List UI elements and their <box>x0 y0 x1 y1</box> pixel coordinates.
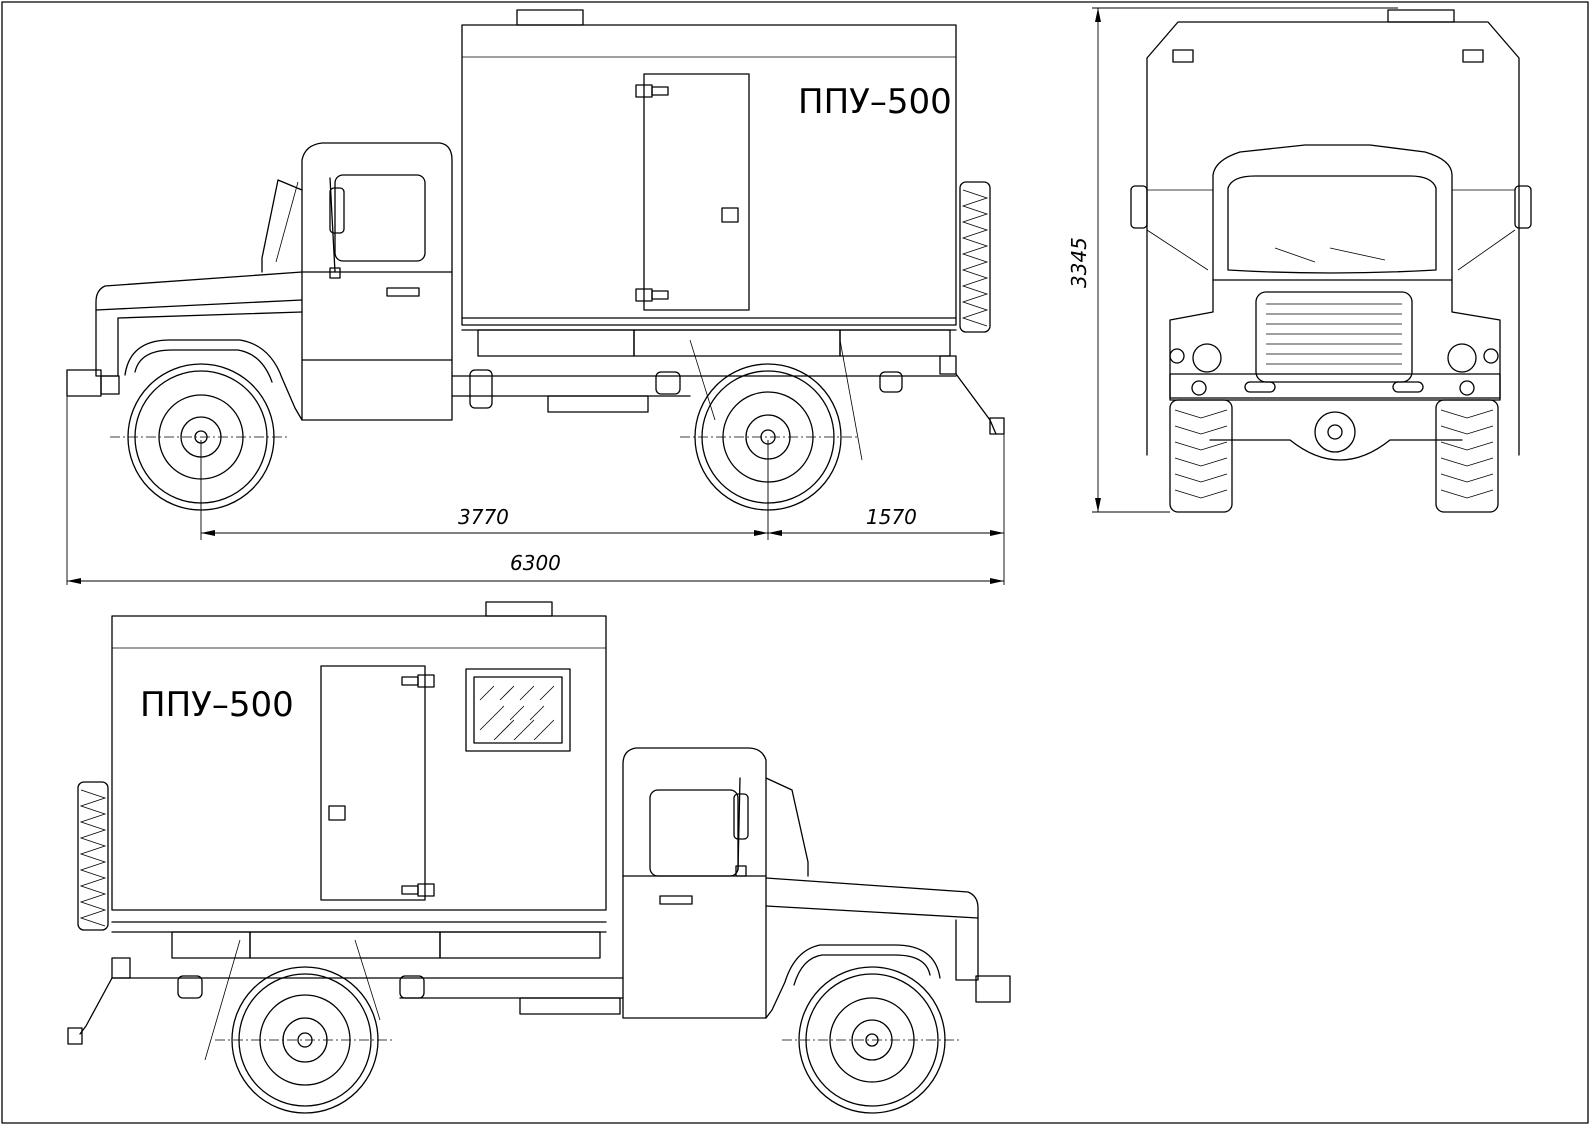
right-headlight <box>1447 343 1477 373</box>
front-bumper-front <box>1169 373 1501 401</box>
body-window <box>465 668 571 752</box>
body-door <box>643 73 750 311</box>
front-left-wheel <box>1169 399 1233 513</box>
front-cab <box>1212 144 1453 281</box>
body-label-2: ППУ–500 <box>140 685 294 725</box>
front-body-box <box>1146 21 1520 456</box>
front-bumper-2 <box>975 975 1011 1003</box>
spare-wheel-2 <box>77 781 109 931</box>
side-view-bottom: ППУ–500 <box>67 601 1011 1114</box>
body-label: ППУ–500 <box>798 82 952 122</box>
grille <box>1255 291 1413 383</box>
front-view: 3345 <box>1067 7 1532 513</box>
hood-2 <box>765 877 979 919</box>
cab <box>301 142 453 421</box>
left-mirror <box>1130 185 1148 229</box>
right-mirror <box>1514 185 1532 229</box>
dim-wheelbase: 3770 <box>458 505 509 529</box>
body-box-2 <box>111 615 607 911</box>
dim-rear-overhang: 1570 <box>866 505 917 529</box>
left-headlight <box>1192 343 1222 373</box>
dim-overall-height: 3345 <box>1067 237 1091 288</box>
spare-wheel <box>959 181 991 333</box>
roof-vent-2 <box>485 601 553 617</box>
cab-2 <box>622 747 767 1019</box>
hood <box>95 271 303 311</box>
body-box <box>461 24 957 326</box>
side-view-top: ППУ–500 <box>66 9 1005 585</box>
body-door-2 <box>320 665 426 901</box>
roof-vent <box>516 9 584 26</box>
front-right-wheel <box>1435 399 1499 513</box>
dim-overall-length: 6300 <box>510 551 561 575</box>
